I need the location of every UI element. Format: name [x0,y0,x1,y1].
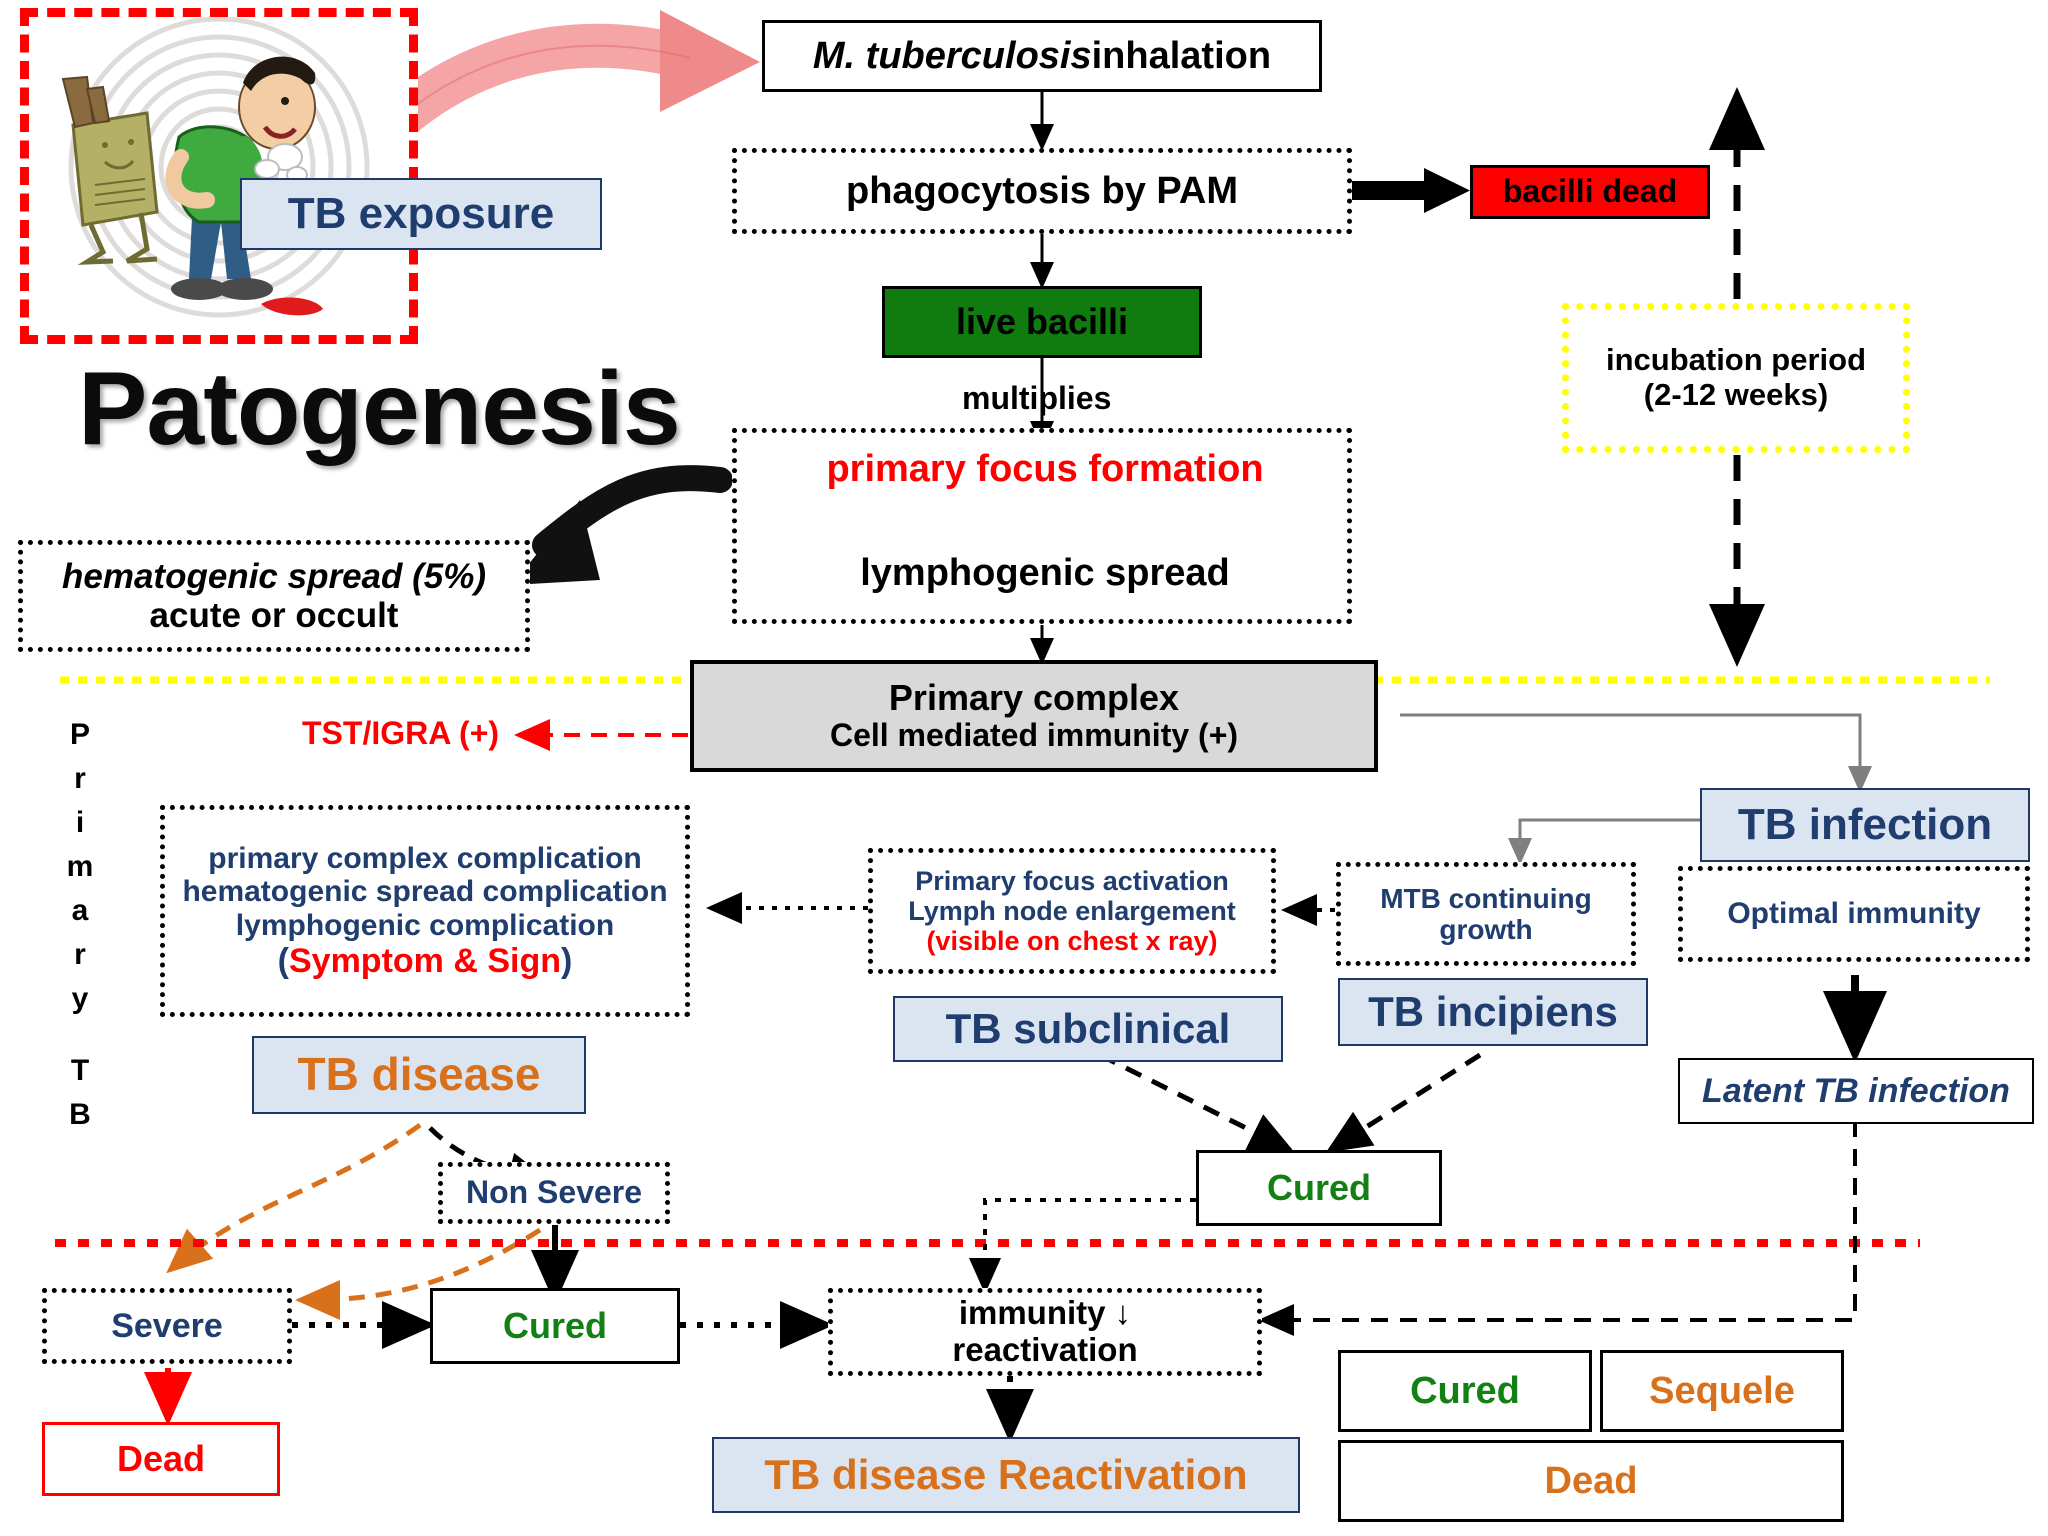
edge-primarycomplex-tbinfection [1400,713,1872,793]
edge-curedmiddle-immunity [969,1198,1196,1294]
outcome-cured-text: Cured [1410,1369,1520,1412]
node-dead-left: Dead [42,1422,280,1496]
node-cured-middle: Cured [1196,1150,1442,1226]
mtb-growth-line1: MTB continuing [1380,882,1592,914]
incubation-line1: incubation period [1605,342,1867,378]
node-severe: Severe [42,1288,292,1364]
vletter-0: P [69,718,90,751]
node-optimal-immunity: Optimal immunity [1678,866,2030,962]
vletter-6: y [71,982,89,1015]
node-tb-incipiens: TB incipiens [1338,978,1648,1046]
edge-tbdisease-severe [166,1122,422,1274]
node-primary-complex: Primary complex Cell mediated immunity (… [690,660,1378,772]
outcome-sequele-text: Sequele [1649,1369,1795,1412]
vletter-5: r [74,938,86,971]
vletter-2: i [75,806,85,839]
tb-exposure-label: TB exposure [240,178,602,250]
label-primary-focus-formation: primary focus formation [805,448,1285,491]
tb-exposure-text: TB exposure [287,189,555,239]
primary-complex-line2: Cell mediated immunity (+) [829,717,1239,754]
black-hematogenic-arrow [512,465,733,585]
cured-middle-text: Cured [1266,1166,1371,1208]
outcome-dead-text: Dead [1544,1459,1638,1502]
latent-tb-text: Latent TB infection [1702,1071,2010,1110]
complication-symptom-sign: Symptom & Sign [288,942,562,981]
node-mtb-growth: MTB continuing growth [1336,862,1636,966]
complication-paren-close: ) [561,942,573,981]
focus-activation-line1: Primary focus activation [915,865,1229,896]
primary-complex-line1: Primary complex [888,676,1180,718]
node-complications: primary complex complication hematogenic… [160,805,690,1017]
node-live-bacilli: live bacilli [882,286,1202,358]
node-cured-left: Cured [430,1288,680,1364]
node-tb-disease-reactivation: TB disease Reactivation [712,1437,1300,1513]
immunity-line2: reactivation [952,1331,1138,1368]
inhalation-text: inhalation [1091,34,1272,77]
vletter-4: a [71,894,89,927]
mtb-italic-text: M. tuberculosis [812,34,1092,77]
multiplies-text: multiplies [962,380,1112,416]
node-non-severe: Non Severe [438,1162,670,1224]
primary-focus-formation-text: primary focus formation [826,448,1264,490]
live-bacilli-text: live bacilli [955,300,1129,342]
tb-exposure-illustration [20,8,418,344]
node-incubation-period: incubation period (2-12 weeks) [1562,303,1910,453]
node-hematogenic-spread: hematogenic spread (5%) acute or occult [18,540,530,652]
node-tb-infection: TB infection [1700,788,2030,862]
complication-line1: primary complex complication [208,841,642,875]
dead-left-text: Dead [116,1437,206,1479]
page-title: Patogenesis [78,351,681,467]
node-outcome-cured: Cured [1338,1350,1592,1432]
complication-paren-open: ( [277,942,289,981]
tb-infection-text: TB infection [1737,800,1993,850]
tb-disease-reactivation-text: TB disease Reactivation [764,1451,1248,1499]
node-immunity-reactivation: immunity ↓ reactivation [828,1288,1262,1376]
focus-activation-line3: (visible on chest x ray) [926,926,1218,957]
node-focus-activation: Primary focus activation Lymph node enla… [868,848,1276,974]
edge-incipiens-cured [1325,1052,1482,1153]
node-phagocytosis: phagocytosis by PAM [732,148,1352,234]
node-primary-focus-group [732,428,1352,624]
phagocytosis-text: phagocytosis by PAM [845,169,1239,212]
pink-exposure-arrow [344,10,760,172]
hematogenic-line1: hematogenic spread (5%) [62,556,486,596]
severe-text: Severe [111,1306,223,1345]
cartoon-art [61,17,370,318]
label-lymphogenic-spread: lymphogenic spread [805,552,1285,595]
node-latent-tb-infection: Latent TB infection [1678,1058,2034,1124]
node-bacilli-dead: bacilli dead [1470,165,1710,219]
incubation-line2: (2-12 weeks) [1643,377,1829,412]
tb-incipiens-text: TB incipiens [1368,988,1618,1036]
node-tb-disease: TB disease [252,1036,586,1114]
edge-phagocytosis-bacillidead [1350,168,1470,213]
complication-line3: lymphogenic complication [235,908,615,942]
label-tst-igra: TST/IGRA (+) [302,715,499,752]
optimal-immunity-text: Optimal immunity [1727,897,1981,931]
edge-subclinical-cured [1098,1052,1295,1153]
tb-disease-text: TB disease [297,1048,541,1101]
tst-igra-text: TST/IGRA (+) [302,715,500,751]
bacilli-dead-text: bacilli dead [1502,173,1678,210]
node-tb-subclinical: TB subclinical [893,996,1283,1062]
vletter-9: B [69,1098,91,1131]
edge-tbinfection-mtbgrowth [1508,818,1700,865]
lymphogenic-spread-text: lymphogenic spread [860,552,1230,594]
label-multiplies: multiplies [962,380,1111,417]
hematogenic-line2: acute or occult [149,596,399,635]
node-outcome-sequele: Sequele [1600,1350,1844,1432]
immunity-line1: immunity ↓ [958,1294,1132,1332]
vletter-1: r [74,762,86,795]
node-outcome-dead: Dead [1338,1440,1844,1522]
cured-left-text: Cured [502,1304,607,1346]
non-severe-text: Non Severe [465,1174,643,1211]
vletter-3: m [66,850,94,883]
vletter-8: T [70,1054,90,1087]
complication-line2: hematogenic spread complication [182,875,668,909]
mtb-growth-line2: growth [1439,914,1533,945]
node-mtb-inhalation: M. tuberculosis inhalation [762,20,1322,92]
tb-subclinical-text: TB subclinical [945,1005,1231,1053]
focus-activation-line2: Lymph node enlargement [908,895,1236,926]
